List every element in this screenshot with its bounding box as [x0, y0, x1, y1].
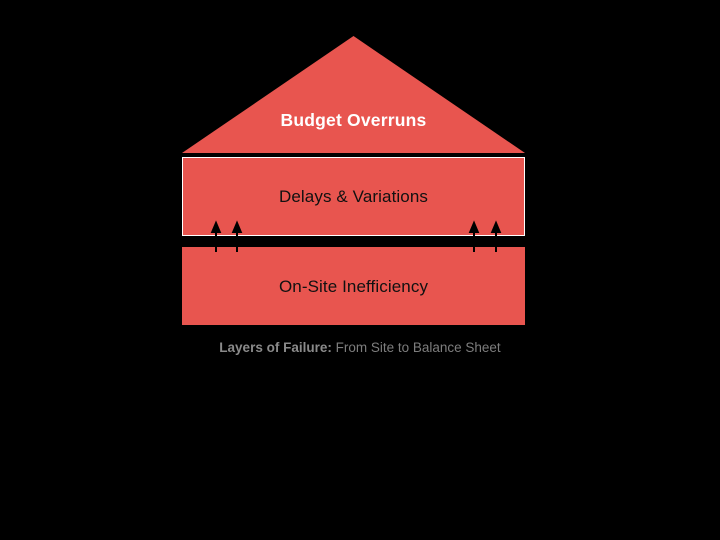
roof-label: Budget Overruns [280, 110, 427, 130]
diagram-caption: Layers of Failure: From Site to Balance … [0, 341, 720, 355]
layer-middle-band: Delays & Variations [182, 157, 525, 236]
middle-band-label: Delays & Variations [279, 187, 428, 206]
roof-triangle-shape [182, 36, 525, 153]
caption-bold-part: Layers of Failure: [219, 340, 332, 355]
layer-bottom-band: On-Site Inefficiency [182, 247, 525, 325]
caption-rest-part: From Site to Balance Sheet [331, 340, 501, 355]
layer-roof: Budget Overruns [182, 36, 525, 153]
bottom-band-label: On-Site Inefficiency [278, 276, 429, 296]
